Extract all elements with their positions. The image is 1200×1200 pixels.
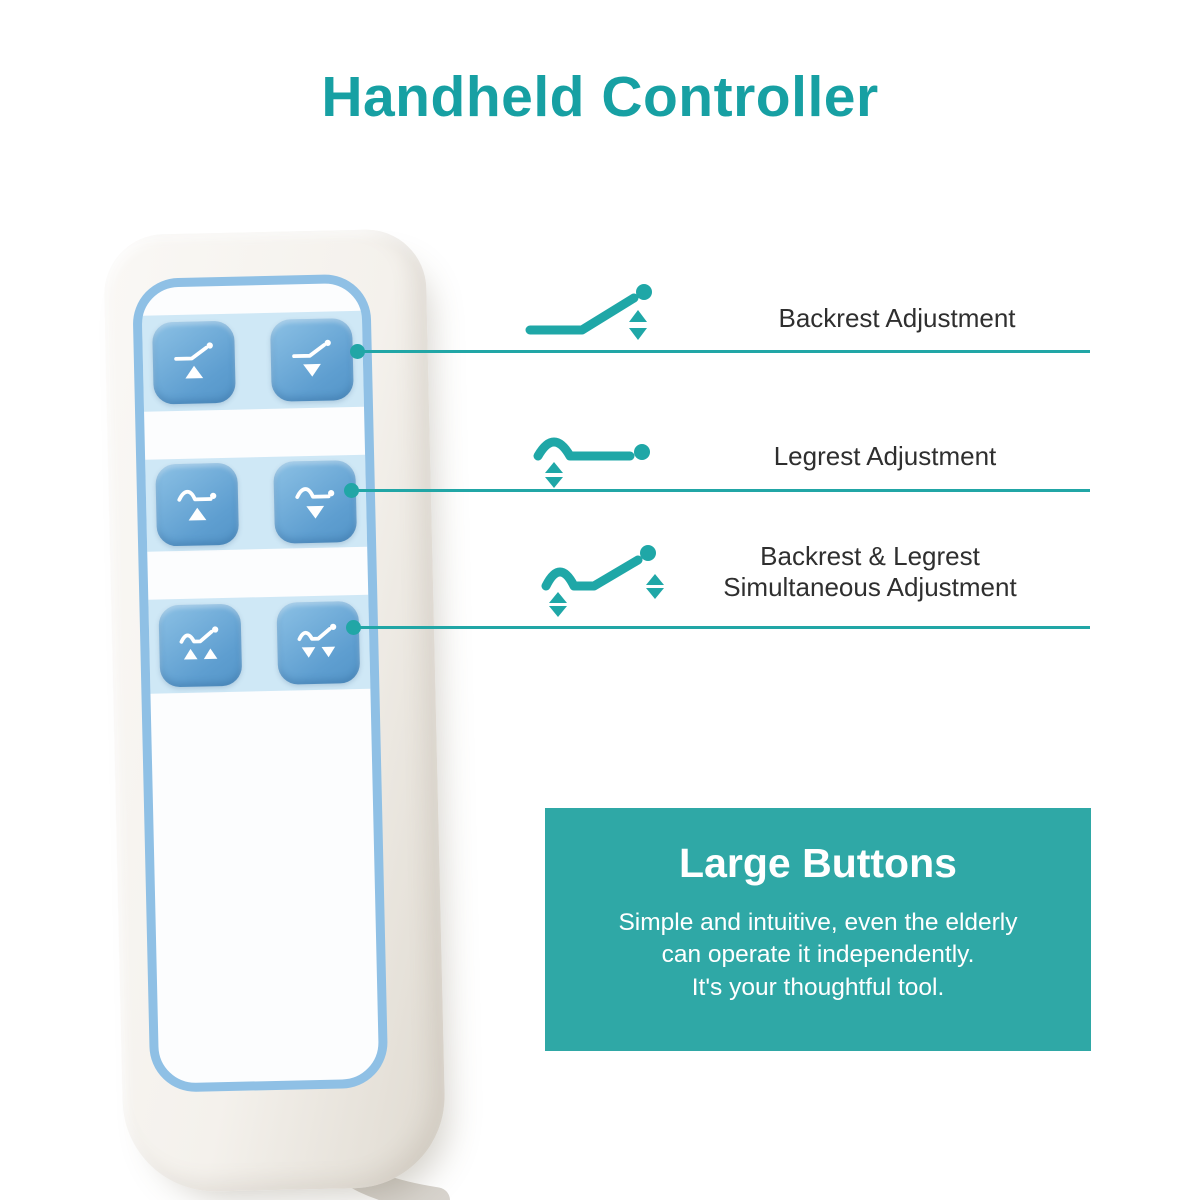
backrest-bed-icon [174, 342, 213, 361]
backrest-bed-icon [292, 339, 331, 359]
backrest-down-button [269, 318, 354, 402]
simultaneous-adjustment-icon [541, 545, 664, 617]
remote-panel [132, 273, 389, 1093]
button-strip-legrest [145, 454, 368, 552]
legrest-adjustment-icon [533, 437, 650, 488]
callout-line-backrest [350, 344, 1090, 359]
callout-label-simultaneous: Backrest & Legrest Simultaneous Adjustme… [723, 541, 1017, 602]
legrest-bed-icon [177, 489, 217, 502]
callout-line-legrest [344, 483, 1090, 498]
connector-dot [344, 483, 359, 498]
info-box-body-line: It's your thoughtful tool. [691, 973, 945, 1001]
button-strip-backrest [141, 310, 364, 412]
backrest-adjustment-icon [525, 284, 652, 340]
double-down-arrow-icon [301, 646, 336, 658]
connector-dot [346, 620, 361, 635]
callout-line-simultaneous [346, 620, 1090, 635]
remote-controller [103, 228, 451, 1200]
callout-label-legrest: Legrest Adjustment [773, 441, 997, 471]
both-bed-icon [179, 626, 219, 644]
button-strip-simultaneous [148, 594, 371, 694]
up-arrow-icon [188, 507, 207, 521]
down-arrow-icon [303, 363, 321, 377]
info-box-title: Large Buttons [679, 840, 957, 886]
info-box: Large Buttons Simple and intuitive, even… [545, 808, 1091, 1051]
double-up-arrow-icon [183, 648, 218, 660]
legrest-up-button [155, 462, 240, 547]
info-box-body: Simple and intuitive, even the elderly c… [545, 907, 1091, 1004]
legrest-bed-icon [295, 487, 335, 499]
remote-body [103, 228, 447, 1194]
up-arrow-icon [185, 365, 204, 379]
backrest-up-button [152, 320, 236, 405]
info-box-body-line: Simple and intuitive, even the elderly [618, 909, 1018, 936]
both-bed-icon [297, 623, 337, 642]
down-arrow-icon [306, 505, 325, 519]
callout-label-backrest: Backrest Adjustment [778, 303, 1016, 333]
info-box-body-line: can operate it independently. [661, 941, 975, 969]
legrest-down-button [273, 459, 358, 544]
page-title: Handheld Controller [321, 65, 879, 129]
simultaneous-down-button [276, 600, 361, 685]
simultaneous-up-button [158, 603, 243, 688]
connector-dot [350, 344, 365, 359]
